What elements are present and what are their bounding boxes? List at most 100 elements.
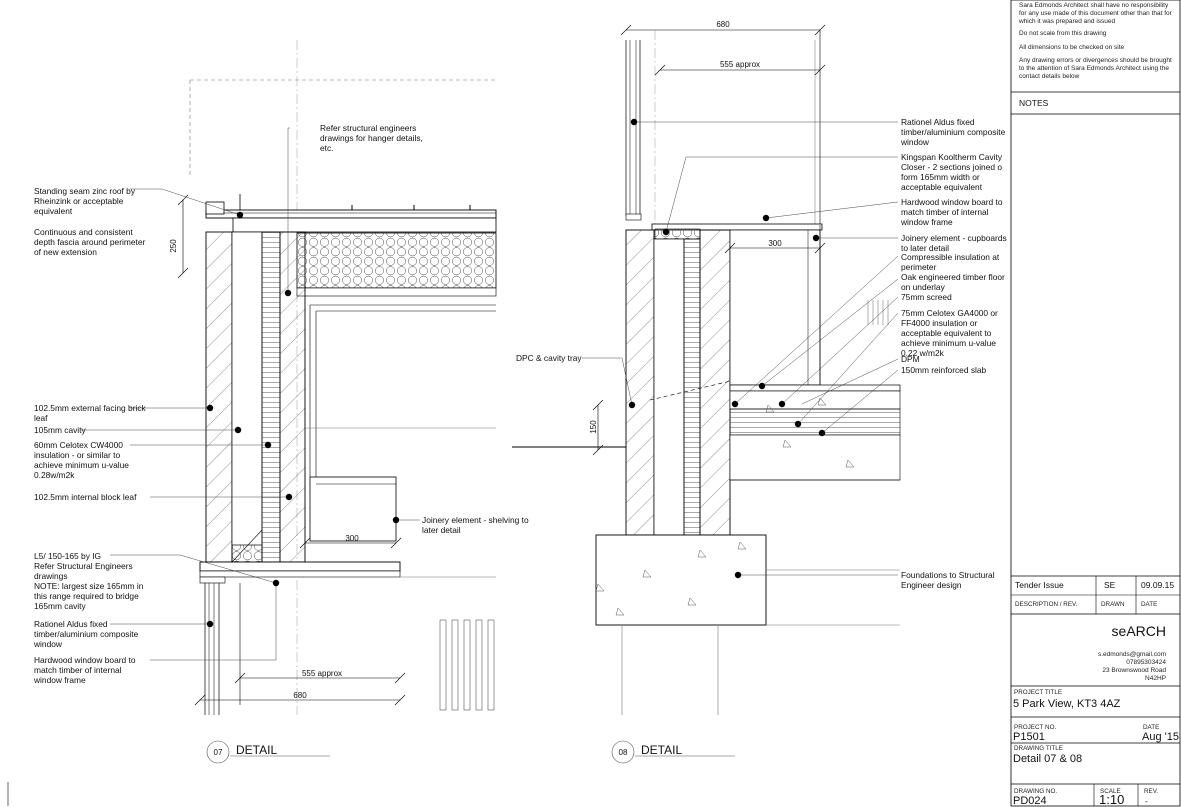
label-08: Compressible insulation at [901, 252, 1000, 262]
contact-address: 23 Brownswood Road [1102, 667, 1166, 674]
label-08: perimeter [901, 262, 937, 272]
label-08: on underlay [901, 282, 946, 292]
disclaimer-line: to the attention of Sara Edmonds Archite… [1019, 65, 1169, 72]
disclaimer-line: for any use made of this document other … [1019, 10, 1173, 17]
label-07: L5/ 150-165 by IG [34, 551, 101, 561]
detail-07: 250 300 555 approx 680 [33, 40, 529, 764]
label-08: Kingspan Kooltherm Cavity [901, 152, 1003, 162]
disclaimer-line: which it was prepared and issued [1018, 18, 1115, 25]
label-07: Refer Structural Engineers [34, 561, 133, 571]
label-08: Hardwood window board to [901, 197, 1003, 207]
label-08: 150mm reinforced slab [901, 365, 987, 375]
revision-date: 09.09.15 [1141, 580, 1174, 590]
label-08: DPC & cavity tray [516, 353, 582, 363]
dim-08-board: 300 [768, 239, 782, 248]
contact-postcode: N42HP [1145, 675, 1166, 682]
detail-07-labels: Standing seam zinc roof by Rheinzink or … [33, 123, 529, 685]
label-07: leaf [34, 413, 48, 423]
label-07: Hardwood window board to [34, 655, 136, 665]
label-07: of new extension [34, 247, 97, 257]
label-07: equivalent [34, 206, 73, 216]
label-07: 165mm cavity [34, 601, 86, 611]
label-07: Continuous and consistent [34, 227, 133, 237]
label-08: timber/aluminium composite [901, 127, 1006, 137]
label-08: match timber of internal [901, 207, 989, 217]
title-block: Sara Edmonds Architect shall have no res… [1010, 0, 1181, 807]
revision-description: Tender Issue [1015, 580, 1064, 590]
detail-08-labels: Rationel Aldus fixed timber/aluminium co… [516, 117, 1007, 590]
detail-08-number-circle [611, 740, 635, 764]
label-08: FF4000 insulation or [901, 318, 978, 328]
dim-08-approx: 555 approx [720, 60, 760, 69]
label-08: Oak engineered timber floor [901, 272, 1005, 282]
label-08: acceptable equivalent [901, 182, 983, 192]
label-07: insulation - or similar to [34, 450, 120, 460]
rev-label: REV. [1144, 788, 1158, 795]
drawing-title: Detail 07 & 08 [1013, 753, 1082, 765]
label-07: Joinery element - shelving to [422, 515, 529, 525]
detail-07-number: 07 [214, 748, 223, 757]
contact-phone: 07895303424 [1126, 659, 1166, 666]
dim-08-dpc: 150 [589, 420, 598, 434]
label-07: achieve minimum u-value [34, 460, 129, 470]
drawing-no: PD024 [1013, 795, 1047, 807]
label-07: timber/aluminium composite [34, 629, 139, 639]
label-08: form 165mm width or [901, 172, 980, 182]
label-07: 102.5mm external facing brick [34, 403, 147, 413]
dim-07-overall: 680 [293, 691, 307, 700]
scale-value: 1:10 [1099, 792, 1124, 807]
label-07: match timber of internal [34, 665, 122, 675]
label-08: acceptable equivalent to [901, 328, 992, 338]
label-08: window [900, 137, 930, 147]
detail-08-title: DETAIL [641, 743, 682, 757]
rev-value: - [1145, 796, 1148, 806]
label-07: depth fascia around perimeter [34, 237, 145, 247]
brand-name: seARCH [1112, 623, 1166, 639]
label-08: 0.22 w/m2k [901, 348, 945, 358]
scale-label: SCALE [1100, 788, 1121, 795]
label-08: achieve minimum u-value [901, 338, 996, 348]
revision-drawn: SE [1104, 580, 1116, 590]
label-07: Rheinzink or acceptable [34, 196, 124, 206]
dim-07-approx: 555 approx [302, 669, 342, 678]
label-07: this range required to bridge [34, 591, 139, 601]
label-07: later detail [422, 525, 461, 535]
label-07: 102.5mm internal block leaf [34, 492, 137, 502]
label-07: 60mm Celotex CW4000 [34, 440, 123, 450]
detail-08: 680 555 approx 300 150 [512, 20, 1007, 764]
disclaimer-line: contact details below [1019, 73, 1080, 80]
project-title-label: PROJECT TITLE [1014, 689, 1062, 696]
disclaimer-line: Sara Edmonds Architect shall have no res… [1019, 2, 1169, 9]
disclaimer-line: Do not scale from this drawing [1019, 30, 1107, 37]
label-07: Rationel Aldus fixed [34, 619, 108, 629]
label-07: etc. [320, 143, 334, 153]
label-07: drawings [34, 571, 68, 581]
label-07: NOTE: largest size 165mm in [34, 581, 144, 591]
dim-08-overall: 680 [716, 20, 730, 29]
label-08: Engineer design [901, 580, 962, 590]
disclaimer-line: All dimensions to be checked on site [1019, 44, 1125, 51]
detail-07-number-circle [206, 740, 230, 764]
notes-heading: NOTES [1019, 98, 1049, 108]
project-no-label: PROJECT NO. [1014, 724, 1056, 731]
revision-date-header: DATE [1141, 601, 1157, 608]
label-07: window frame [33, 675, 86, 685]
label-08: Foundations to Structural [901, 570, 995, 580]
dim-07-shelf: 300 [345, 534, 359, 543]
label-08: Joinery element - cupboards [901, 233, 1007, 243]
label-08: 75mm Celotex GA4000 or [901, 308, 998, 318]
label-08: DPM [901, 354, 920, 364]
detail-08-number: 08 [619, 748, 628, 757]
revision-drawn-header: DRAWN [1101, 601, 1125, 608]
project-date: Aug '15 [1142, 731, 1179, 743]
drawing-title-label: DRAWING TITLE [1014, 745, 1063, 752]
label-07: window [33, 639, 63, 649]
label-08: 75mm screed [901, 292, 952, 302]
label-07: 105mm cavity [34, 425, 86, 435]
label-07: Refer structural engineers [320, 123, 416, 133]
label-08: Closer - 2 sections joined o [901, 162, 1002, 172]
label-07: 0.28w/m2k [34, 470, 75, 480]
contact-email: s.edmonds@gmail.com [1098, 651, 1166, 658]
detail-07-title: DETAIL [236, 743, 277, 757]
